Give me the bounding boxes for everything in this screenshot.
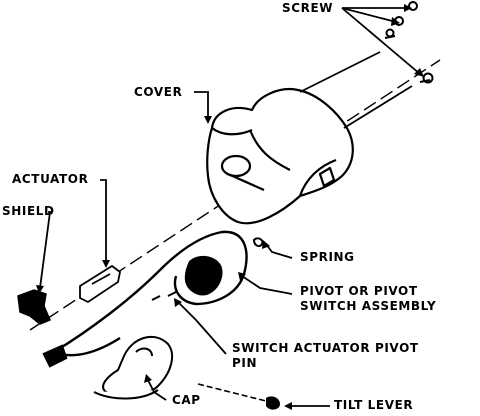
tilt-lever-rod (197, 383, 271, 403)
switch-pin-label-line2: PIN (232, 356, 258, 370)
spring-part (252, 237, 264, 248)
switch-pin-label-line1: SWITCH ACTUATOR PIVOT (232, 341, 419, 355)
actuator-part (79, 264, 121, 304)
actuator-label: ACTUATOR (12, 172, 89, 186)
tilt-lever-label: TILT LEVER (334, 398, 414, 412)
pivot-label-line2: SWITCH ASSEMBLY (300, 299, 437, 313)
pivot-switch-assembly (42, 230, 248, 368)
pivot-label-line1: PIVOT OR PIVOT (300, 284, 418, 298)
cover-part (206, 88, 354, 225)
spring-label: SPRING (300, 250, 355, 264)
screw-label: SCREW (282, 1, 334, 15)
cover-label: COVER (134, 85, 183, 99)
cover-extension (299, 51, 413, 129)
leader-arrowheads (36, 4, 424, 410)
shield-part (17, 289, 51, 325)
cap-part (93, 335, 174, 400)
pivot-pin-part (151, 291, 177, 301)
tilt-lever-knob (266, 396, 280, 410)
cap-label: CAP (172, 393, 201, 407)
shield-label: SHIELD (2, 204, 55, 218)
